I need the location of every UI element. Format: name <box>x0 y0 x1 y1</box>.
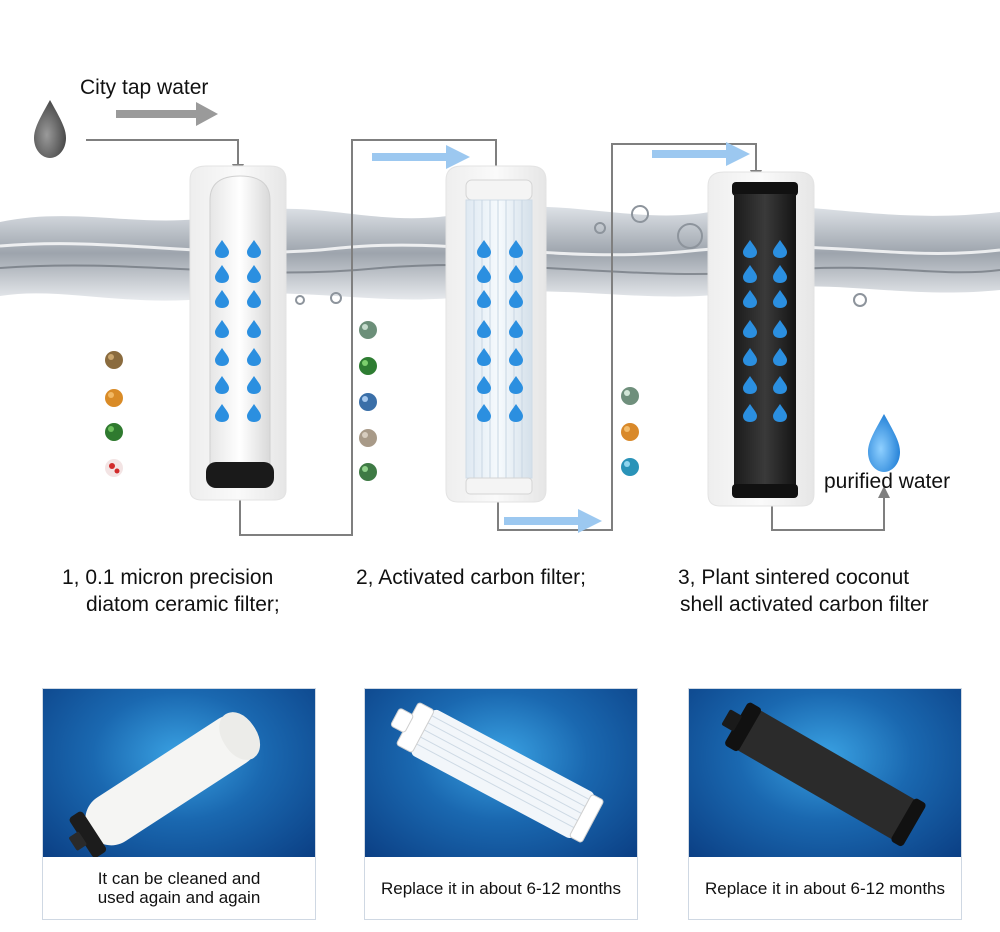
filter-1-label-line1: 1, 0.1 micron precision <box>62 566 274 589</box>
input-label: City tap water <box>80 76 209 99</box>
water-drop-icon <box>215 265 229 283</box>
water-drop-icon <box>247 320 261 338</box>
water-drop-icon <box>509 320 523 338</box>
filter-3-label-line1: 3, Plant sintered coconut <box>678 566 910 589</box>
water-drop-icon <box>247 240 261 258</box>
water-drop-icon <box>509 240 523 258</box>
water-drop-icon <box>477 376 491 394</box>
ceramic-card-caption: It can be cleaned and used again and aga… <box>43 857 315 919</box>
water-drop-icon <box>247 404 261 422</box>
water-drop-icon <box>743 348 757 366</box>
filter-1-label-line2: diatom ceramic filter; <box>86 593 280 616</box>
water-drop-icon <box>215 404 229 422</box>
filter-2-activated-carbon <box>445 165 547 503</box>
water-drop-icon <box>743 404 757 422</box>
water-drop-icon <box>215 376 229 394</box>
filter-2-label-line1: 2, Activated carbon filter; <box>356 566 586 589</box>
water-drop-icon <box>477 348 491 366</box>
water-drop-icon <box>247 265 261 283</box>
pleated-caption-line1: Replace it in about 6-12 months <box>380 878 622 898</box>
carbon-cartridge-image <box>722 702 926 847</box>
water-drop-icon <box>773 265 787 283</box>
filter-3-label: 3, Plant sintered coconut shell activate… <box>678 564 988 618</box>
pleated-cartridge-image <box>390 702 604 843</box>
pleated-card-caption: Replace it in about 6-12 months <box>365 857 637 919</box>
water-drop-icon <box>509 404 523 422</box>
water-drop-icon <box>773 320 787 338</box>
water-drop-icon <box>509 265 523 283</box>
water-drop-icon <box>773 376 787 394</box>
product-card-pleated: Replace it in about 6-12 months <box>364 688 638 920</box>
filtration-diagram <box>0 100 1000 536</box>
water-drop-icon <box>247 290 261 308</box>
carbon-filter-photo <box>689 689 961 857</box>
flow-lines <box>86 139 885 536</box>
water-drop-icon <box>773 348 787 366</box>
ceramic-caption-line1: It can be cleaned and <box>97 869 261 888</box>
ceramic-cartridge-image <box>69 712 261 857</box>
water-drop-icon <box>743 290 757 308</box>
product-card-ceramic: It can be cleaned and used again and aga… <box>42 688 316 920</box>
water-drop-icon <box>215 320 229 338</box>
water-drop-icon <box>477 240 491 258</box>
output-label: purified water <box>824 470 951 493</box>
tap-arrow <box>116 102 218 126</box>
water-drop-icon <box>215 348 229 366</box>
pleated-filter-photo <box>365 689 637 857</box>
filter-1-label: 1, 0.1 micron precision diatom ceramic f… <box>62 564 342 618</box>
filter-2-label: 2, Activated carbon filter; <box>356 564 656 591</box>
ceramic-caption-line2: used again and again <box>97 888 261 907</box>
blue-arrows <box>372 142 750 533</box>
carbon-card-caption: Replace it in about 6-12 months <box>689 857 961 919</box>
tap-water-drop-icon <box>34 100 66 158</box>
filter-3-coconut-carbon <box>707 171 815 507</box>
contaminant-dots-2 <box>359 321 377 481</box>
water-drop-icon <box>773 240 787 258</box>
contaminant-dots-1 <box>105 351 123 477</box>
water-drop-icon <box>743 320 757 338</box>
water-drop-icon <box>477 320 491 338</box>
water-drop-icon <box>215 290 229 308</box>
water-drop-icon <box>773 404 787 422</box>
purified-water-drop-icon <box>868 414 900 472</box>
ceramic-filter-photo <box>43 689 315 857</box>
filter-drops <box>215 240 787 422</box>
water-drop-icon <box>773 290 787 308</box>
water-drop-icon <box>743 376 757 394</box>
carbon-caption-line1: Replace it in about 6-12 months <box>704 878 946 898</box>
contaminant-dots-3 <box>621 387 639 476</box>
water-drop-icon <box>215 240 229 258</box>
water-drop-icon <box>477 265 491 283</box>
water-drop-icon <box>247 376 261 394</box>
water-drop-icon <box>477 404 491 422</box>
water-drop-icon <box>247 348 261 366</box>
filter-3-label-line2: shell activated carbon filter <box>680 593 929 616</box>
filter-1-ceramic <box>189 165 287 501</box>
water-drop-icon <box>743 265 757 283</box>
water-drop-icon <box>509 290 523 308</box>
product-card-carbon: Replace it in about 6-12 months <box>688 688 962 920</box>
water-drop-icon <box>509 348 523 366</box>
water-drop-icon <box>477 290 491 308</box>
water-drop-icon <box>509 376 523 394</box>
water-drop-icon <box>743 240 757 258</box>
